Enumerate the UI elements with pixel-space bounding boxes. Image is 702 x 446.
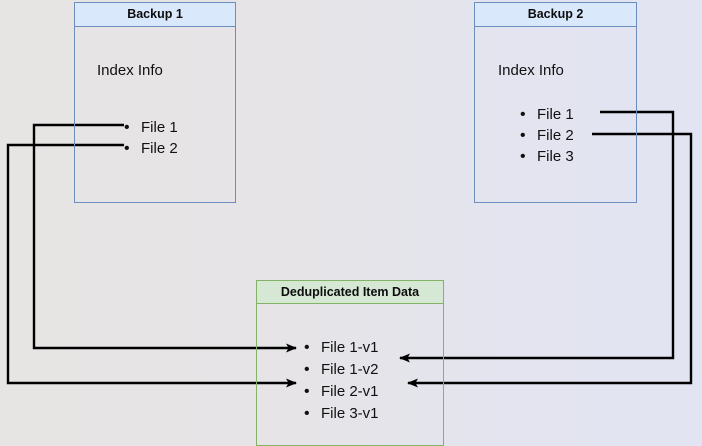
dedup-item[interactable]: File 3-v1 bbox=[303, 403, 379, 425]
backup-2-file-list: File 1 File 2 File 3 bbox=[519, 104, 574, 167]
deduplicated-item-data-box[interactable]: Deduplicated Item Data File 1-v1 File 1-… bbox=[256, 280, 444, 446]
backup-2-file-item[interactable]: File 1 bbox=[519, 104, 574, 125]
backup-1-file-list: File 1 File 2 bbox=[123, 117, 178, 159]
backup-1-file-item[interactable]: File 1 bbox=[123, 117, 178, 138]
deduplicated-item-data-body: File 1-v1 File 1-v2 File 2-v1 File 3-v1 bbox=[257, 304, 443, 445]
backup-2-title: Backup 2 bbox=[475, 3, 636, 27]
dedup-item[interactable]: File 2-v1 bbox=[303, 381, 379, 403]
deduplicated-item-data-title: Deduplicated Item Data bbox=[257, 281, 443, 304]
backup-1-title: Backup 1 bbox=[75, 3, 235, 27]
backup-1-body: Index Info File 1 File 2 bbox=[75, 27, 235, 202]
backup-2-box[interactable]: Backup 2 Index Info File 1 File 2 File 3 bbox=[474, 2, 637, 203]
backup-2-file-item[interactable]: File 3 bbox=[519, 146, 574, 167]
backup-2-index-label: Index Info bbox=[498, 62, 564, 79]
backup-1-index-label: Index Info bbox=[97, 62, 163, 79]
dedup-item[interactable]: File 1-v1 bbox=[303, 337, 379, 359]
dedup-item[interactable]: File 1-v2 bbox=[303, 359, 379, 381]
backup-1-file-item[interactable]: File 2 bbox=[123, 138, 178, 159]
backup-1-box[interactable]: Backup 1 Index Info File 1 File 2 bbox=[74, 2, 236, 203]
backup-2-file-item[interactable]: File 2 bbox=[519, 125, 574, 146]
dedup-item-list: File 1-v1 File 1-v2 File 2-v1 File 3-v1 bbox=[303, 337, 379, 425]
backup-2-body: Index Info File 1 File 2 File 3 bbox=[475, 27, 636, 202]
